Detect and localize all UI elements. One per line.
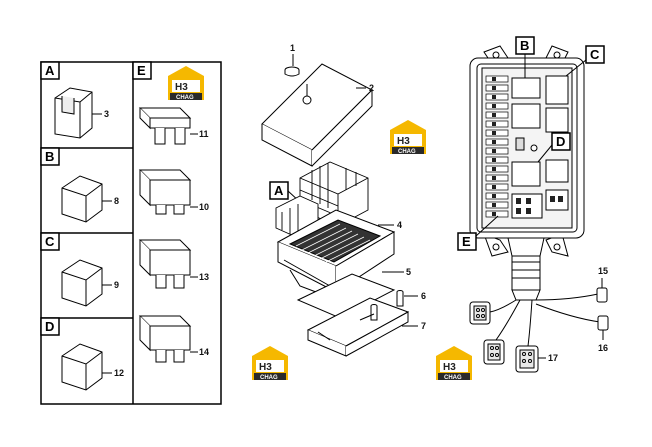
svg-text:H3: H3 xyxy=(259,362,272,373)
svg-text:CHAG: CHAG xyxy=(444,375,462,381)
svg-text:E: E xyxy=(137,63,146,78)
assembly-label-a: A xyxy=(269,181,301,203)
callout-11: 11 xyxy=(199,129,209,139)
callout-13: 13 xyxy=(199,272,209,282)
panel-label-e: E xyxy=(132,61,152,80)
panel-label-a: A xyxy=(40,61,60,80)
callout-12: 12 xyxy=(114,368,124,378)
fusebox-label-e: E xyxy=(457,215,499,251)
callout-7: 7 xyxy=(421,321,426,331)
part-base xyxy=(306,290,418,357)
blade-fuse-13 xyxy=(138,239,198,289)
logo-base: H3 CHAG xyxy=(252,346,288,381)
callout-9: 9 xyxy=(114,280,119,290)
part-relay-c xyxy=(61,259,112,307)
callout-17: 17 xyxy=(548,353,558,363)
panel-label-b: B xyxy=(40,147,60,166)
svg-text:CHAG: CHAG xyxy=(176,95,194,101)
svg-text:A: A xyxy=(274,183,284,198)
part-fuse-block xyxy=(276,209,396,293)
callout-14: 14 xyxy=(199,347,209,357)
callout-1: 1 xyxy=(290,43,295,53)
svg-text:D: D xyxy=(556,134,565,149)
connector-17 xyxy=(515,345,546,373)
svg-text:A: A xyxy=(45,63,55,78)
svg-text:D: D xyxy=(45,319,54,334)
svg-text:B: B xyxy=(520,38,529,53)
callout-5: 5 xyxy=(406,267,411,277)
connector-left xyxy=(469,301,491,325)
part-cover xyxy=(261,63,373,167)
logo-panel: H3 CHAG xyxy=(168,66,204,101)
blade-fuse-14 xyxy=(138,315,198,363)
svg-text:C: C xyxy=(45,234,55,249)
panel-label-d: D xyxy=(40,317,60,336)
svg-text:CHAG: CHAG xyxy=(260,375,278,381)
part-cap xyxy=(284,54,300,77)
callout-6: 6 xyxy=(421,291,426,301)
svg-text:CHAG: CHAG xyxy=(398,149,416,155)
part-plate xyxy=(296,271,404,319)
connector-middle xyxy=(483,339,505,365)
blade-fuse-11 xyxy=(138,107,198,145)
fusebox-label-d: D xyxy=(537,132,571,163)
callout-4: 4 xyxy=(397,220,402,230)
svg-text:H3: H3 xyxy=(175,82,188,93)
callout-3: 3 xyxy=(104,109,109,119)
part-relay-b xyxy=(61,175,112,223)
svg-text:H3: H3 xyxy=(443,362,456,373)
fusebox-label-c: C xyxy=(565,45,605,77)
fuse-box-top-view xyxy=(469,45,585,257)
callout-8: 8 xyxy=(114,196,119,206)
svg-text:C: C xyxy=(590,47,600,62)
svg-text:H3: H3 xyxy=(397,136,410,147)
callout-10: 10 xyxy=(199,202,209,212)
fusebox-label-b: B xyxy=(515,36,535,78)
logo-harness: H3 CHAG xyxy=(436,346,472,381)
svg-text:B: B xyxy=(45,149,54,164)
terminal-15 xyxy=(596,278,608,303)
part-clip xyxy=(54,87,102,139)
callout-2: 2 xyxy=(369,83,374,93)
wiring-harness xyxy=(489,237,601,347)
svg-text:E: E xyxy=(462,234,471,249)
callout-15: 15 xyxy=(598,266,608,276)
terminal-16 xyxy=(597,315,609,340)
blade-fuse-10 xyxy=(138,169,198,215)
callout-16: 16 xyxy=(598,343,608,353)
panel-label-c: C xyxy=(40,232,60,251)
logo-cover: H3 CHAG xyxy=(390,120,426,155)
part-relay-d xyxy=(61,343,112,391)
